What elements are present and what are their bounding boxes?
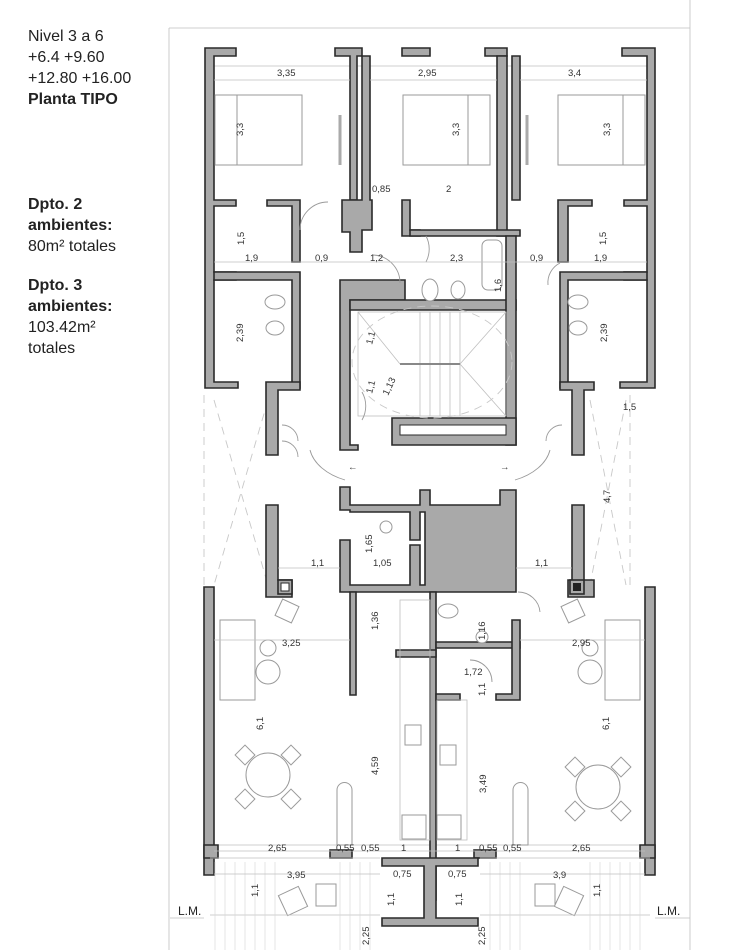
dim-stair-a: 1,1	[364, 330, 378, 346]
unit3-area-2: totales	[28, 340, 76, 357]
dim-closet-left-depth: 1,5	[236, 232, 247, 245]
dim-bath-center-width: 2,3	[450, 253, 463, 264]
dim-balcony-left-depth: 1,1	[250, 884, 261, 897]
unit2-title-2: ambientes:	[28, 217, 113, 234]
dim-patio-right-depth: 4,7	[602, 490, 613, 503]
dim-kitchen-right-depth: 3,49	[478, 775, 489, 794]
door-swings	[281, 201, 563, 683]
dim-ext-right: 2,25	[477, 927, 488, 946]
dim-planter-left: 0,75	[393, 869, 412, 880]
plan-name: Planta TIPO	[28, 91, 118, 108]
svg-text:→: →	[500, 462, 510, 473]
dim-lobby-left: 1,1	[311, 558, 324, 569]
dim-planter-left-depth: 1,1	[386, 893, 397, 906]
svg-text:←: ←	[348, 462, 358, 473]
dim-front-right-b: 0,55	[503, 843, 522, 854]
dim-door-left: 0,9	[315, 253, 328, 264]
dim-front-k1: 1	[401, 843, 406, 854]
dim-wc-width: 1,05	[373, 558, 392, 569]
legend-panel: Nivel 3 a 6 +6.4 +9.60 +12.80 +16.00 Pla…	[28, 26, 188, 359]
dim-balcony-right-width: 3,9	[553, 870, 566, 881]
unit3-title-2: ambientes:	[28, 298, 113, 315]
unit2-area: 80m² totales	[28, 238, 117, 255]
dim-planter-right: 0,75	[448, 869, 467, 880]
level-title: Nivel 3 a 6	[28, 28, 104, 45]
dim-bed-left-depth: 3,3	[235, 123, 246, 136]
dim-balcony-left-width: 3,95	[287, 870, 306, 881]
dimension-labels: 3,35 2,95 3,4 3,3 3,3 3,3 0,85 2 1,5 1,5…	[235, 68, 636, 945]
patio-right	[589, 395, 631, 590]
dim-door-center: 1,2	[370, 253, 383, 264]
furniture	[214, 94, 646, 917]
dim-laundry-width: 1,72	[464, 667, 483, 678]
dim-front-left-width: 2,65	[268, 843, 287, 854]
dim-balcony-right-depth: 1,1	[592, 884, 603, 897]
dim-planter-right-depth: 1,1	[454, 893, 465, 906]
levels-line-1: +6.4 +9.60	[28, 49, 105, 66]
dim-stair-c: 1,13	[381, 376, 399, 397]
dim-living-right-depth: 6,1	[601, 717, 612, 730]
dim-bath-small-depth: 1,16	[477, 622, 488, 641]
lm-marker-right: L.M.	[657, 904, 680, 918]
dim-living-left-depth: 6,1	[255, 717, 266, 730]
dim-bath-right-depth: 2,39	[599, 324, 610, 343]
unit3-area-1: 103.42m²	[28, 319, 96, 336]
patio-left	[203, 395, 269, 590]
dim-stair-b: 1,1	[364, 379, 378, 395]
dim-bath-left-depth: 2,39	[235, 324, 246, 343]
dim-living-right-width: 2,95	[572, 638, 591, 649]
dim-bed-right-depth: 3,3	[602, 123, 613, 136]
dim-bathtub-length: 1,6	[493, 279, 504, 292]
dim-door-right: 0,9	[530, 253, 543, 264]
dim-hall-right-width: 1,9	[594, 253, 607, 264]
levels-line-2: +12.80 +16.00	[28, 70, 132, 87]
lm-marker-left: L.M.	[178, 904, 201, 918]
dim-kitchen-left-top: 1,36	[370, 612, 381, 631]
lobby-arrows: ← →	[309, 449, 551, 481]
dim-bed-center-width: 2,95	[418, 68, 437, 79]
dim-hall-left-width: 1,9	[245, 253, 258, 264]
dim-patio-right: 1,5	[623, 402, 636, 413]
dim-bed-right-width: 3,4	[568, 68, 581, 79]
dim-front-k2: 1	[455, 843, 460, 854]
dim-front-left-a: 0,55	[336, 843, 355, 854]
dim-wc-height: 1,65	[364, 535, 375, 554]
dim-kitchen-left-depth: 4,59	[370, 757, 381, 776]
dim-lobby-right: 1,1	[535, 558, 548, 569]
dim-closet-right-depth: 1,5	[598, 232, 609, 245]
dim-ext-left: 2,25	[361, 927, 372, 946]
dim-closet-center-width: 2	[446, 184, 451, 195]
dim-laundry-depth: 1,1	[477, 683, 488, 696]
balcony-deck	[170, 857, 690, 950]
dim-front-right-a: 0,55	[479, 843, 498, 854]
dim-living-left-width: 3,25	[282, 638, 301, 649]
staircase	[351, 305, 513, 419]
dim-front-right-width: 2,65	[572, 843, 591, 854]
walls	[203, 47, 656, 927]
dim-closet-center-depth: 0,85	[372, 184, 391, 195]
dimension-lines	[214, 79, 647, 875]
dim-bed-center-depth: 3,3	[451, 123, 462, 136]
unit2-title-1: Dpto. 2	[28, 196, 83, 213]
dim-front-left-b: 0,55	[361, 843, 380, 854]
unit3-title-1: Dpto. 3	[28, 277, 83, 294]
dim-bed-left-width: 3,35	[277, 68, 296, 79]
